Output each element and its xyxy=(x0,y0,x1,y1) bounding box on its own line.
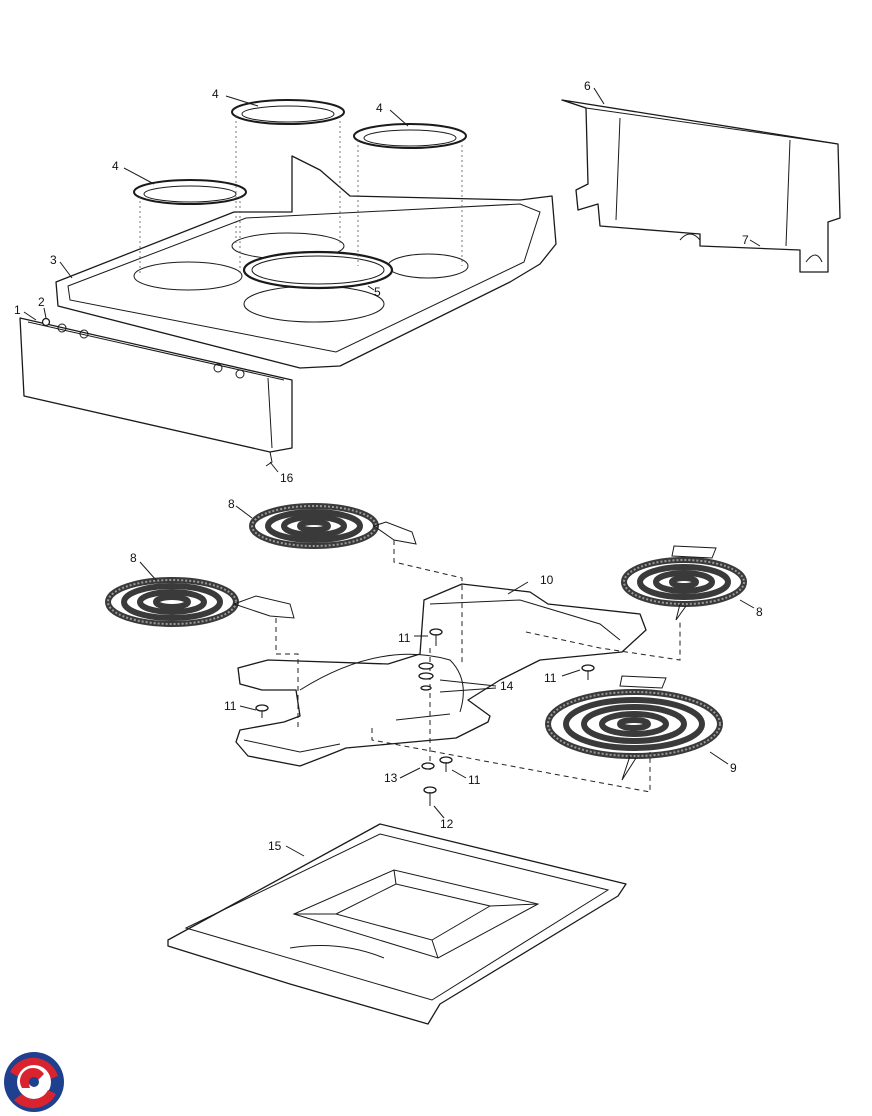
callout-4-center: 4 xyxy=(212,87,219,101)
callout-11-b: 11 xyxy=(224,699,237,713)
burner-box-part-10 xyxy=(235,583,647,767)
surface-element-large-part-9 xyxy=(545,675,723,781)
callout-4-right: 4 xyxy=(376,101,383,115)
spacer-part-14 xyxy=(418,662,434,691)
screw-part-11-d xyxy=(439,756,453,772)
callout-14: 14 xyxy=(500,679,514,693)
callout-11-a: 11 xyxy=(398,631,411,645)
callout-11-c: 11 xyxy=(544,671,557,685)
callout-6: 6 xyxy=(584,79,591,93)
callout-7: 7 xyxy=(742,233,749,247)
callout-13: 13 xyxy=(384,771,398,785)
trim-ring-part-4-center xyxy=(231,99,345,246)
callout-4-left: 4 xyxy=(112,159,119,173)
callout-9: 9 xyxy=(730,761,737,775)
screw-part-2 xyxy=(41,317,51,327)
callout-11-d: 11 xyxy=(468,773,481,787)
callout-5: 5 xyxy=(374,285,381,299)
surface-element-part-8-left xyxy=(105,577,295,627)
trim-ring-part-4-left xyxy=(133,179,247,276)
callout-8-right: 8 xyxy=(756,605,763,619)
callout-8-upper: 8 xyxy=(228,497,235,511)
brand-logo xyxy=(4,1052,64,1112)
screw-part-11-c xyxy=(581,664,595,680)
backguard-panel-part-6 xyxy=(561,99,841,273)
bolt-part-12 xyxy=(423,786,437,806)
trim-ring-part-4-right xyxy=(353,123,467,266)
callout-8-left: 8 xyxy=(130,551,137,565)
callout-labels: 4 4 4 3 5 6 7 1 2 16 8 8 10 8 11 11 11 1… xyxy=(14,79,763,853)
callout-12: 12 xyxy=(440,817,454,831)
callout-15: 15 xyxy=(268,839,282,853)
control-panel-part-1 xyxy=(19,317,293,453)
surface-element-part-8-upper xyxy=(249,503,417,549)
callout-16: 16 xyxy=(280,471,294,485)
callout-2: 2 xyxy=(38,295,45,309)
callout-10: 10 xyxy=(540,573,554,587)
washer-part-13 xyxy=(421,762,435,770)
trim-ring-large-part-5 xyxy=(242,250,394,290)
clip-part-16 xyxy=(265,451,273,467)
callout-leader-lines xyxy=(23,87,761,857)
surface-element-part-8-right xyxy=(621,545,747,621)
callout-3: 3 xyxy=(50,253,57,267)
screw-part-11-b xyxy=(255,704,269,718)
screw-part-11-a xyxy=(429,628,443,646)
callout-1: 1 xyxy=(14,303,21,317)
cooktop-pan-part-15 xyxy=(167,823,627,1025)
